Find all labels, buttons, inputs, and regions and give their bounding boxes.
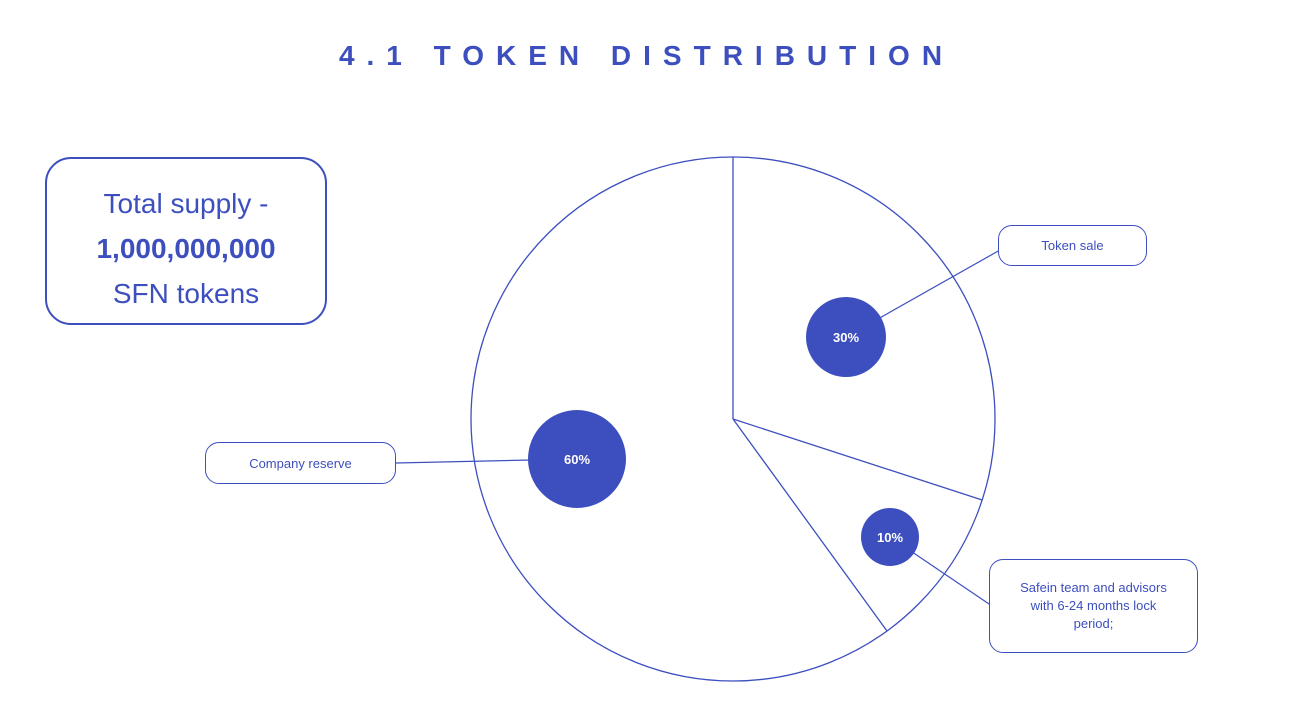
slice-badge-1 xyxy=(861,508,919,566)
slice-percent-label-2: 60% xyxy=(564,452,590,467)
total-supply-unit: SFN tokens xyxy=(112,278,260,309)
slice-percent-label-1: 10% xyxy=(877,530,903,545)
total-supply-label: Total supply - xyxy=(103,188,269,219)
slice-boundary-2 xyxy=(732,418,888,632)
slice-percent-label-0: 30% xyxy=(833,330,859,345)
slice-badge-2 xyxy=(528,410,626,508)
slice-boundary-1 xyxy=(732,418,983,501)
legend-callout-team-advisors: Safein team and advisors with 6-24 month… xyxy=(989,559,1198,653)
total-supply-box: Total supply - 1,000,000,000 SFN tokens xyxy=(45,157,327,325)
legend-callout-company-reserve: Company reserve xyxy=(205,442,396,484)
slice-badge-0 xyxy=(806,297,886,377)
legend-callout-token-sale: Token sale xyxy=(998,225,1147,266)
page-title: 4.1 TOKEN DISTRIBUTION xyxy=(338,40,955,71)
total-supply-value: 1,000,000,000 xyxy=(96,233,276,264)
